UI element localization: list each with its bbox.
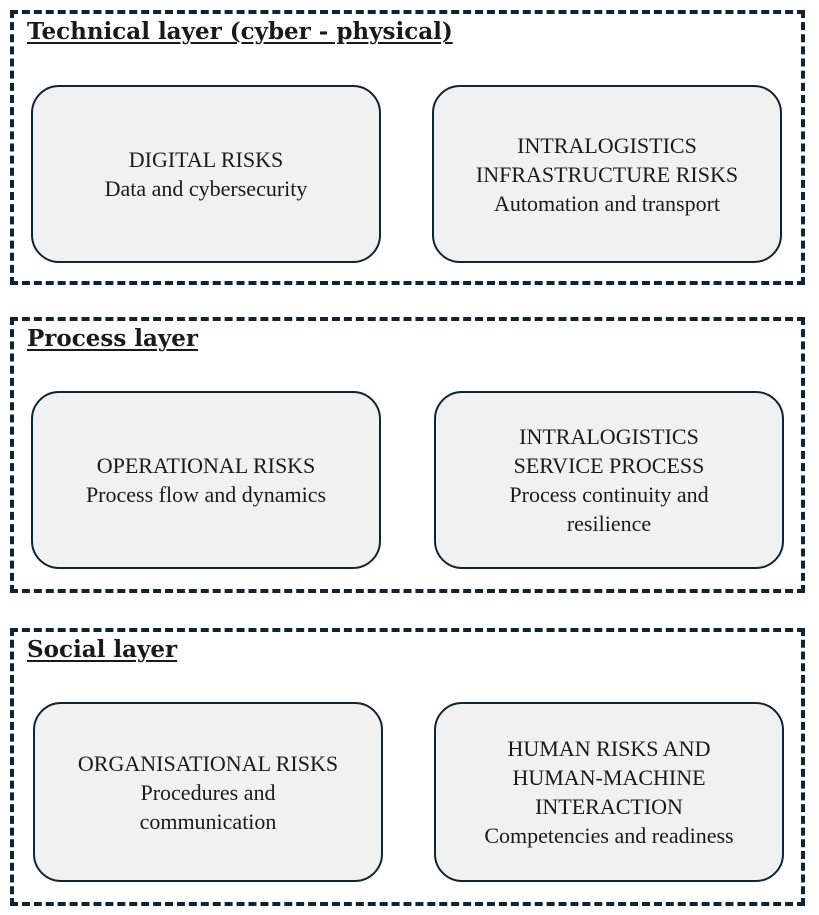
digital-risks-description: Data and cybersecurity: [104, 176, 308, 201]
human-risks-heading-line3: INTERACTION: [535, 794, 683, 819]
service-process-heading-line2: SERVICE PROCESS: [513, 453, 705, 478]
technical-layer: Technical layer (cyber - physical) DIGIT…: [10, 10, 805, 285]
organisational-risks-description-line2: communication: [139, 808, 277, 834]
organisational-risks-box: ORGANISATIONAL RISKS Procedures and comm…: [33, 702, 383, 882]
organisational-risks-heading: ORGANISATIONAL RISKS: [77, 750, 339, 776]
infrastructure-risks-box: INTRALOGISTICS INFRASTRUCTURE RISKS Auto…: [432, 85, 782, 263]
service-process-description-line2: resilience: [566, 511, 652, 536]
human-risks-heading-line1: HUMAN RISKS AND: [507, 736, 711, 761]
process-layer: Process layer OPERATIONAL RISKS Process …: [10, 317, 805, 593]
organisational-risks-description-line1: Procedures and: [140, 779, 276, 805]
human-risks-heading-line2: HUMAN-MACHINE: [512, 765, 706, 790]
operational-risks-heading: OPERATIONAL RISKS: [96, 453, 316, 478]
service-process-box: INTRALOGISTICS SERVICE PROCESS Process c…: [434, 391, 784, 569]
human-risks-box: HUMAN RISKS AND HUMAN-MACHINE INTERACTIO…: [434, 702, 784, 882]
technical-layer-title: Technical layer (cyber - physical): [27, 18, 453, 45]
process-layer-title: Process layer: [27, 325, 199, 352]
digital-risks-box: DIGITAL RISKS Data and cybersecurity: [31, 85, 381, 263]
infrastructure-risks-description: Automation and transport: [493, 190, 721, 216]
social-layer-title: Social layer: [27, 636, 178, 663]
digital-risks-heading: DIGITAL RISKS: [128, 147, 284, 172]
infrastructure-risks-heading-line2: INFRASTRUCTURE RISKS: [475, 161, 739, 187]
social-layer: Social layer ORGANISATIONAL RISKS Proced…: [10, 628, 805, 906]
operational-risks-box: OPERATIONAL RISKS Process flow and dynam…: [31, 391, 381, 569]
service-process-description-line1: Process continuity and: [509, 482, 709, 507]
infrastructure-risks-heading-line1: INTRALOGISTICS: [517, 132, 697, 158]
service-process-heading-line1: INTRALOGISTICS: [519, 424, 699, 449]
human-risks-description: Competencies and readiness: [484, 823, 734, 848]
operational-risks-description: Process flow and dynamics: [85, 482, 327, 507]
